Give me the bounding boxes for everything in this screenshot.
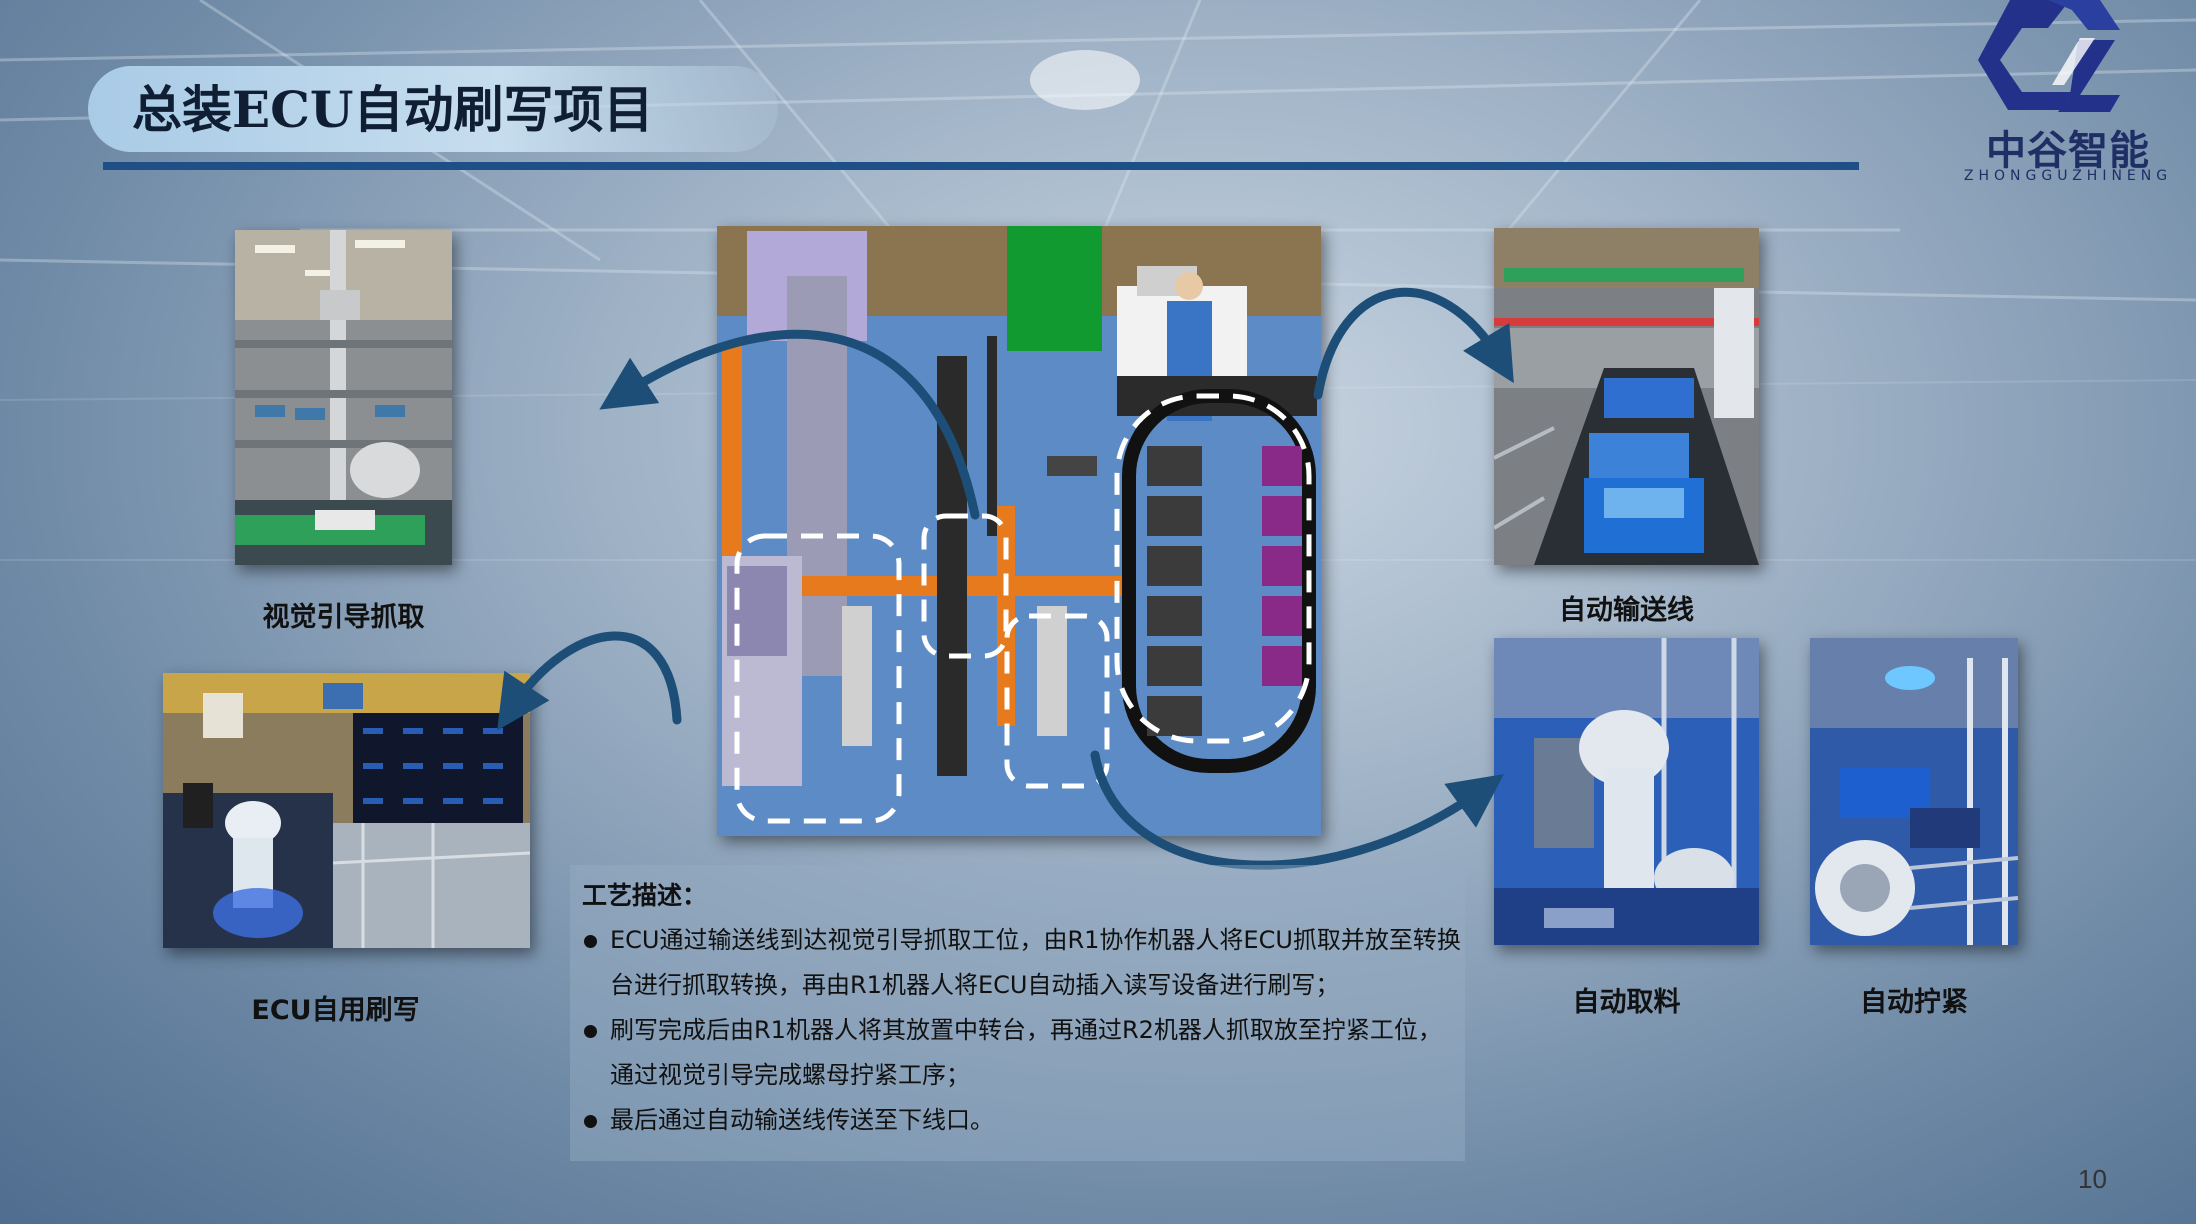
process-description-list: ECU通过输送线到达视觉引导抓取工位，由R1协作机器人将ECU抓取并放至转换台进… (582, 918, 1462, 1143)
zg-logo-icon (1978, 0, 2120, 112)
title-pill-background (88, 66, 778, 152)
caption-auto-pick: 自动取料 (1572, 987, 1681, 1018)
caption-auto-tighten: 自动拧紧 (1860, 987, 1968, 1018)
process-description-panel (570, 865, 1465, 1161)
process-step: 刷写完成后由R1机器人将其放置中转台，再通过R2机器人抓取放至拧紧工位，通过视觉… (582, 1008, 1462, 1098)
photo-auto-conveyor (1494, 228, 1759, 565)
page-title: 总装ECU自动刷写项目 (132, 80, 654, 139)
page-number: 10 (2078, 1164, 2107, 1194)
caption-ecu-flashing: ECU自用刷写 (251, 995, 420, 1026)
title-divider (103, 162, 1859, 170)
caption-auto-conveyor: 自动输送线 (1559, 595, 1694, 626)
process-description-title: 工艺描述： (582, 881, 708, 910)
logo-text-en: ZHONGGUZHINENG (1963, 168, 2173, 184)
photo-auto-pick (1494, 638, 1759, 945)
process-step: ECU通过输送线到达视觉引导抓取工位，由R1协作机器人将ECU抓取并放至转换台进… (582, 918, 1462, 1008)
photo-vision-guided-grab (235, 230, 452, 565)
logo-text-cn: 中谷智能 (1986, 128, 2150, 174)
caption-vision-guided-grab: 视觉引导抓取 (262, 602, 425, 633)
process-step: 最后通过自动输送线传送至下线口。 (582, 1098, 1462, 1143)
layout-diagram (717, 226, 1321, 836)
photo-auto-tighten (1810, 638, 2018, 945)
photo-ecu-flashing (163, 673, 530, 948)
